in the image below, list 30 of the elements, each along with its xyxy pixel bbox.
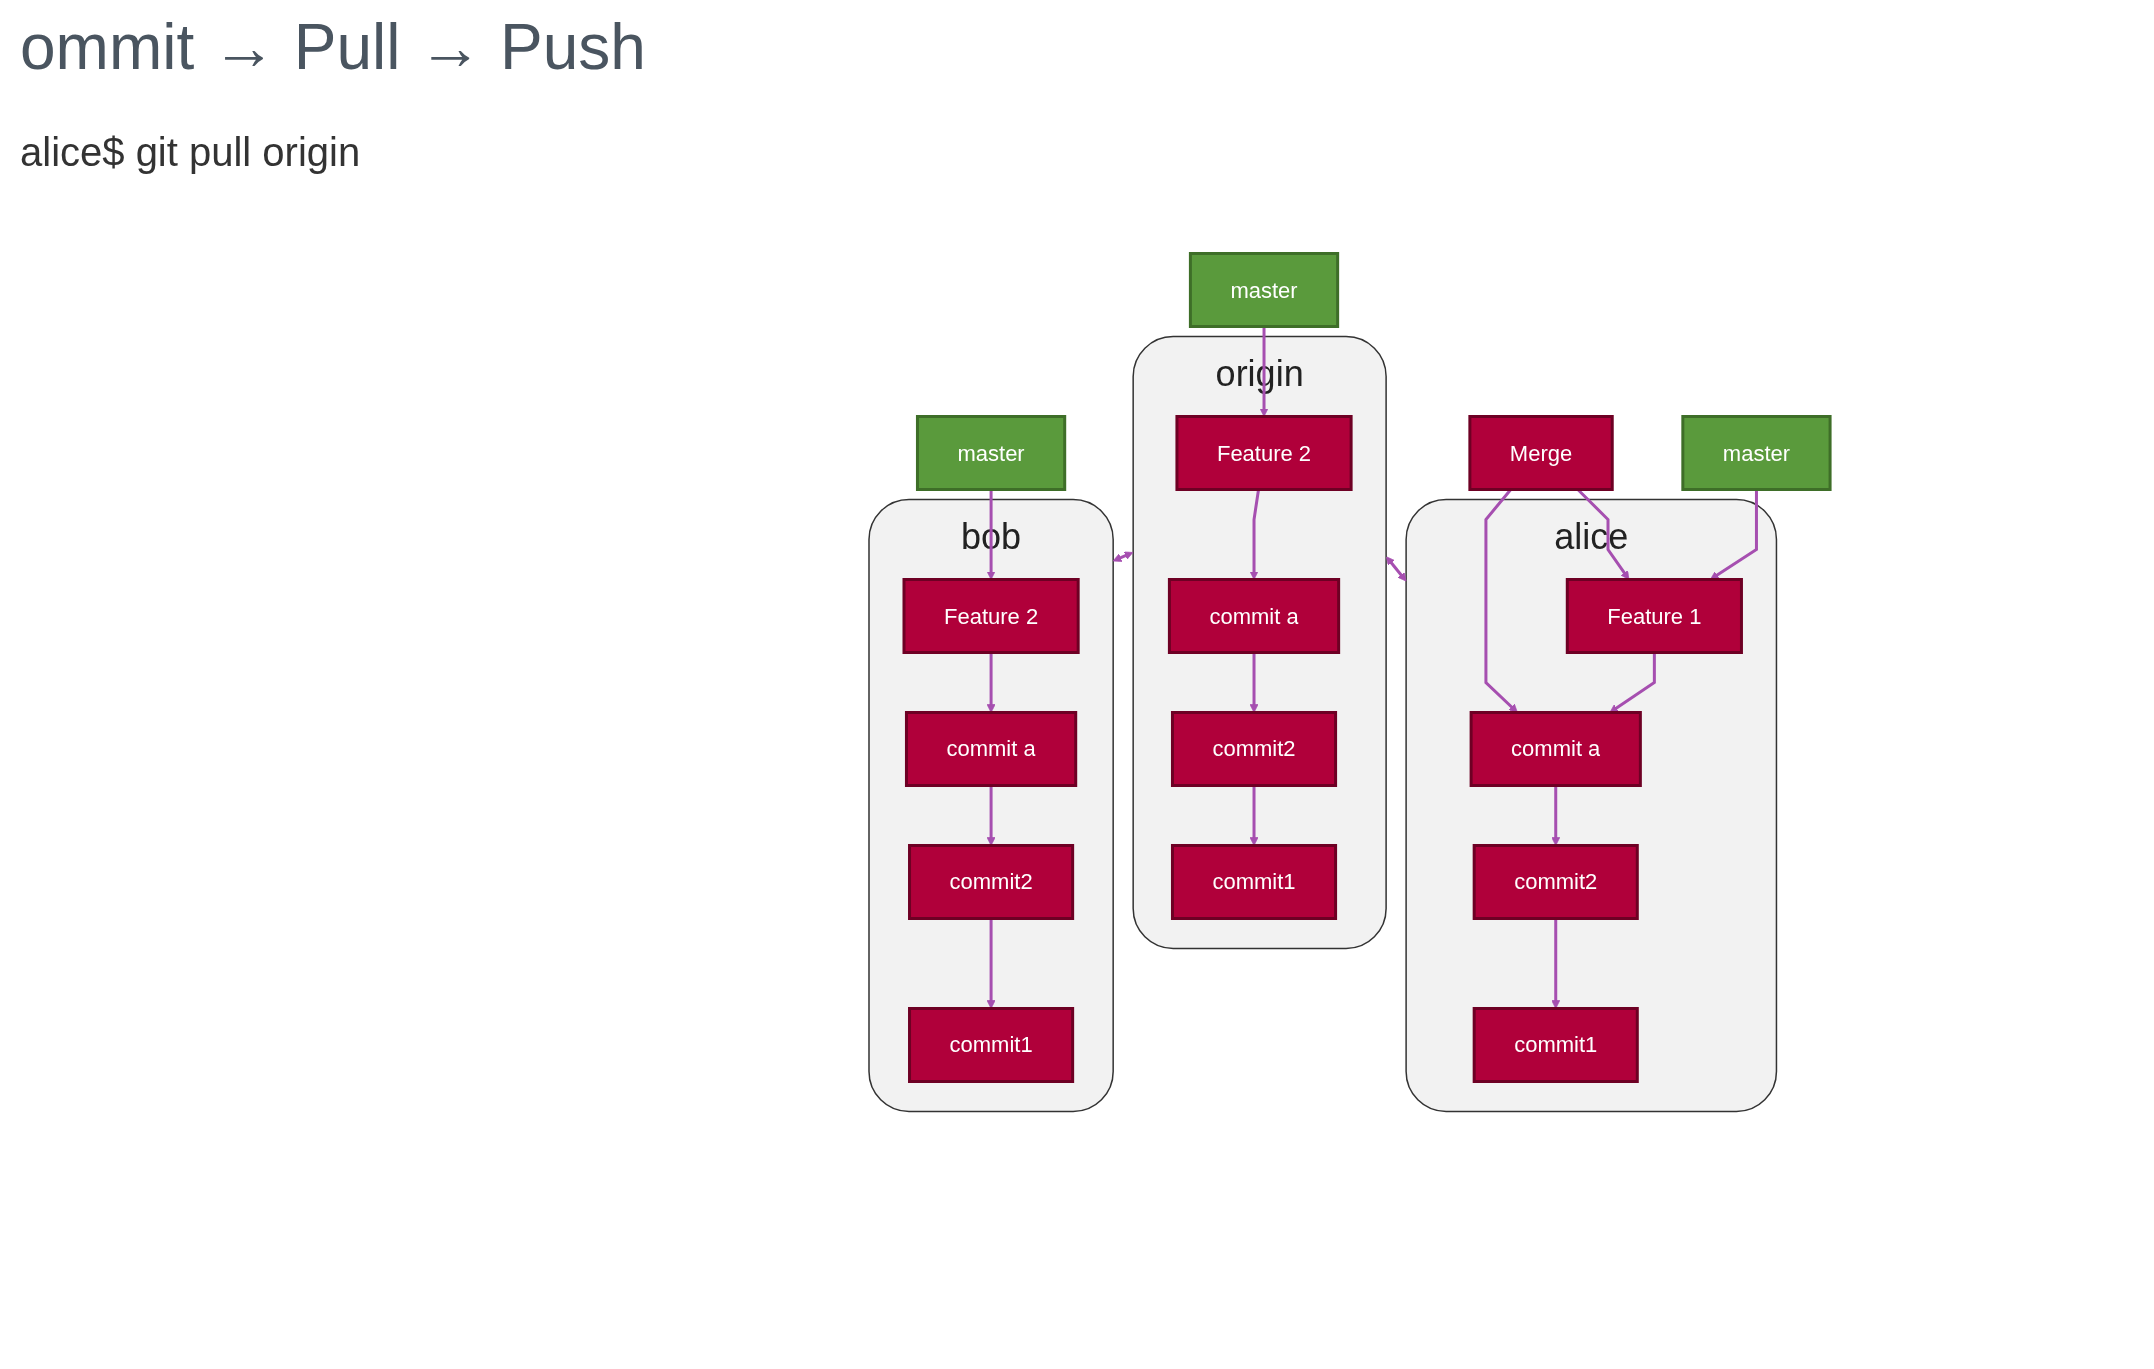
arrow	[1250, 785, 1259, 846]
node-box: master	[916, 415, 1067, 491]
node-box: Merge	[1468, 415, 1615, 491]
node-box: commit2	[1171, 711, 1338, 787]
arrow	[987, 652, 996, 713]
command-text: alice$ git pull origin	[20, 130, 361, 175]
title: ommit → Pull → Push	[20, 10, 646, 84]
arrow	[1710, 489, 1759, 580]
node-box: commit1	[1171, 844, 1338, 920]
node-box: commit a	[1168, 578, 1341, 654]
node-box: commit a	[1470, 711, 1643, 787]
node-box: commit1	[1473, 1007, 1640, 1083]
arrow	[987, 785, 996, 846]
node-box: master	[1189, 252, 1340, 328]
arrow	[1250, 489, 1261, 580]
node-box: commit1	[908, 1007, 1075, 1083]
arrow	[1113, 551, 1134, 562]
node-box: Feature 1	[1566, 578, 1744, 654]
node-box: commit2	[1473, 844, 1640, 920]
arrow	[1551, 785, 1561, 846]
arrow	[1386, 556, 1407, 582]
node-box: Feature 2	[1175, 415, 1354, 491]
arrow	[1609, 652, 1657, 713]
node-box: master	[1681, 415, 1833, 491]
arrow	[1551, 918, 1561, 1009]
node-box: commit2	[908, 844, 1075, 920]
arrow	[987, 918, 996, 1009]
node-box: commit a	[905, 711, 1078, 787]
node-box: Feature 2	[902, 578, 1081, 654]
arrow	[1250, 652, 1259, 713]
